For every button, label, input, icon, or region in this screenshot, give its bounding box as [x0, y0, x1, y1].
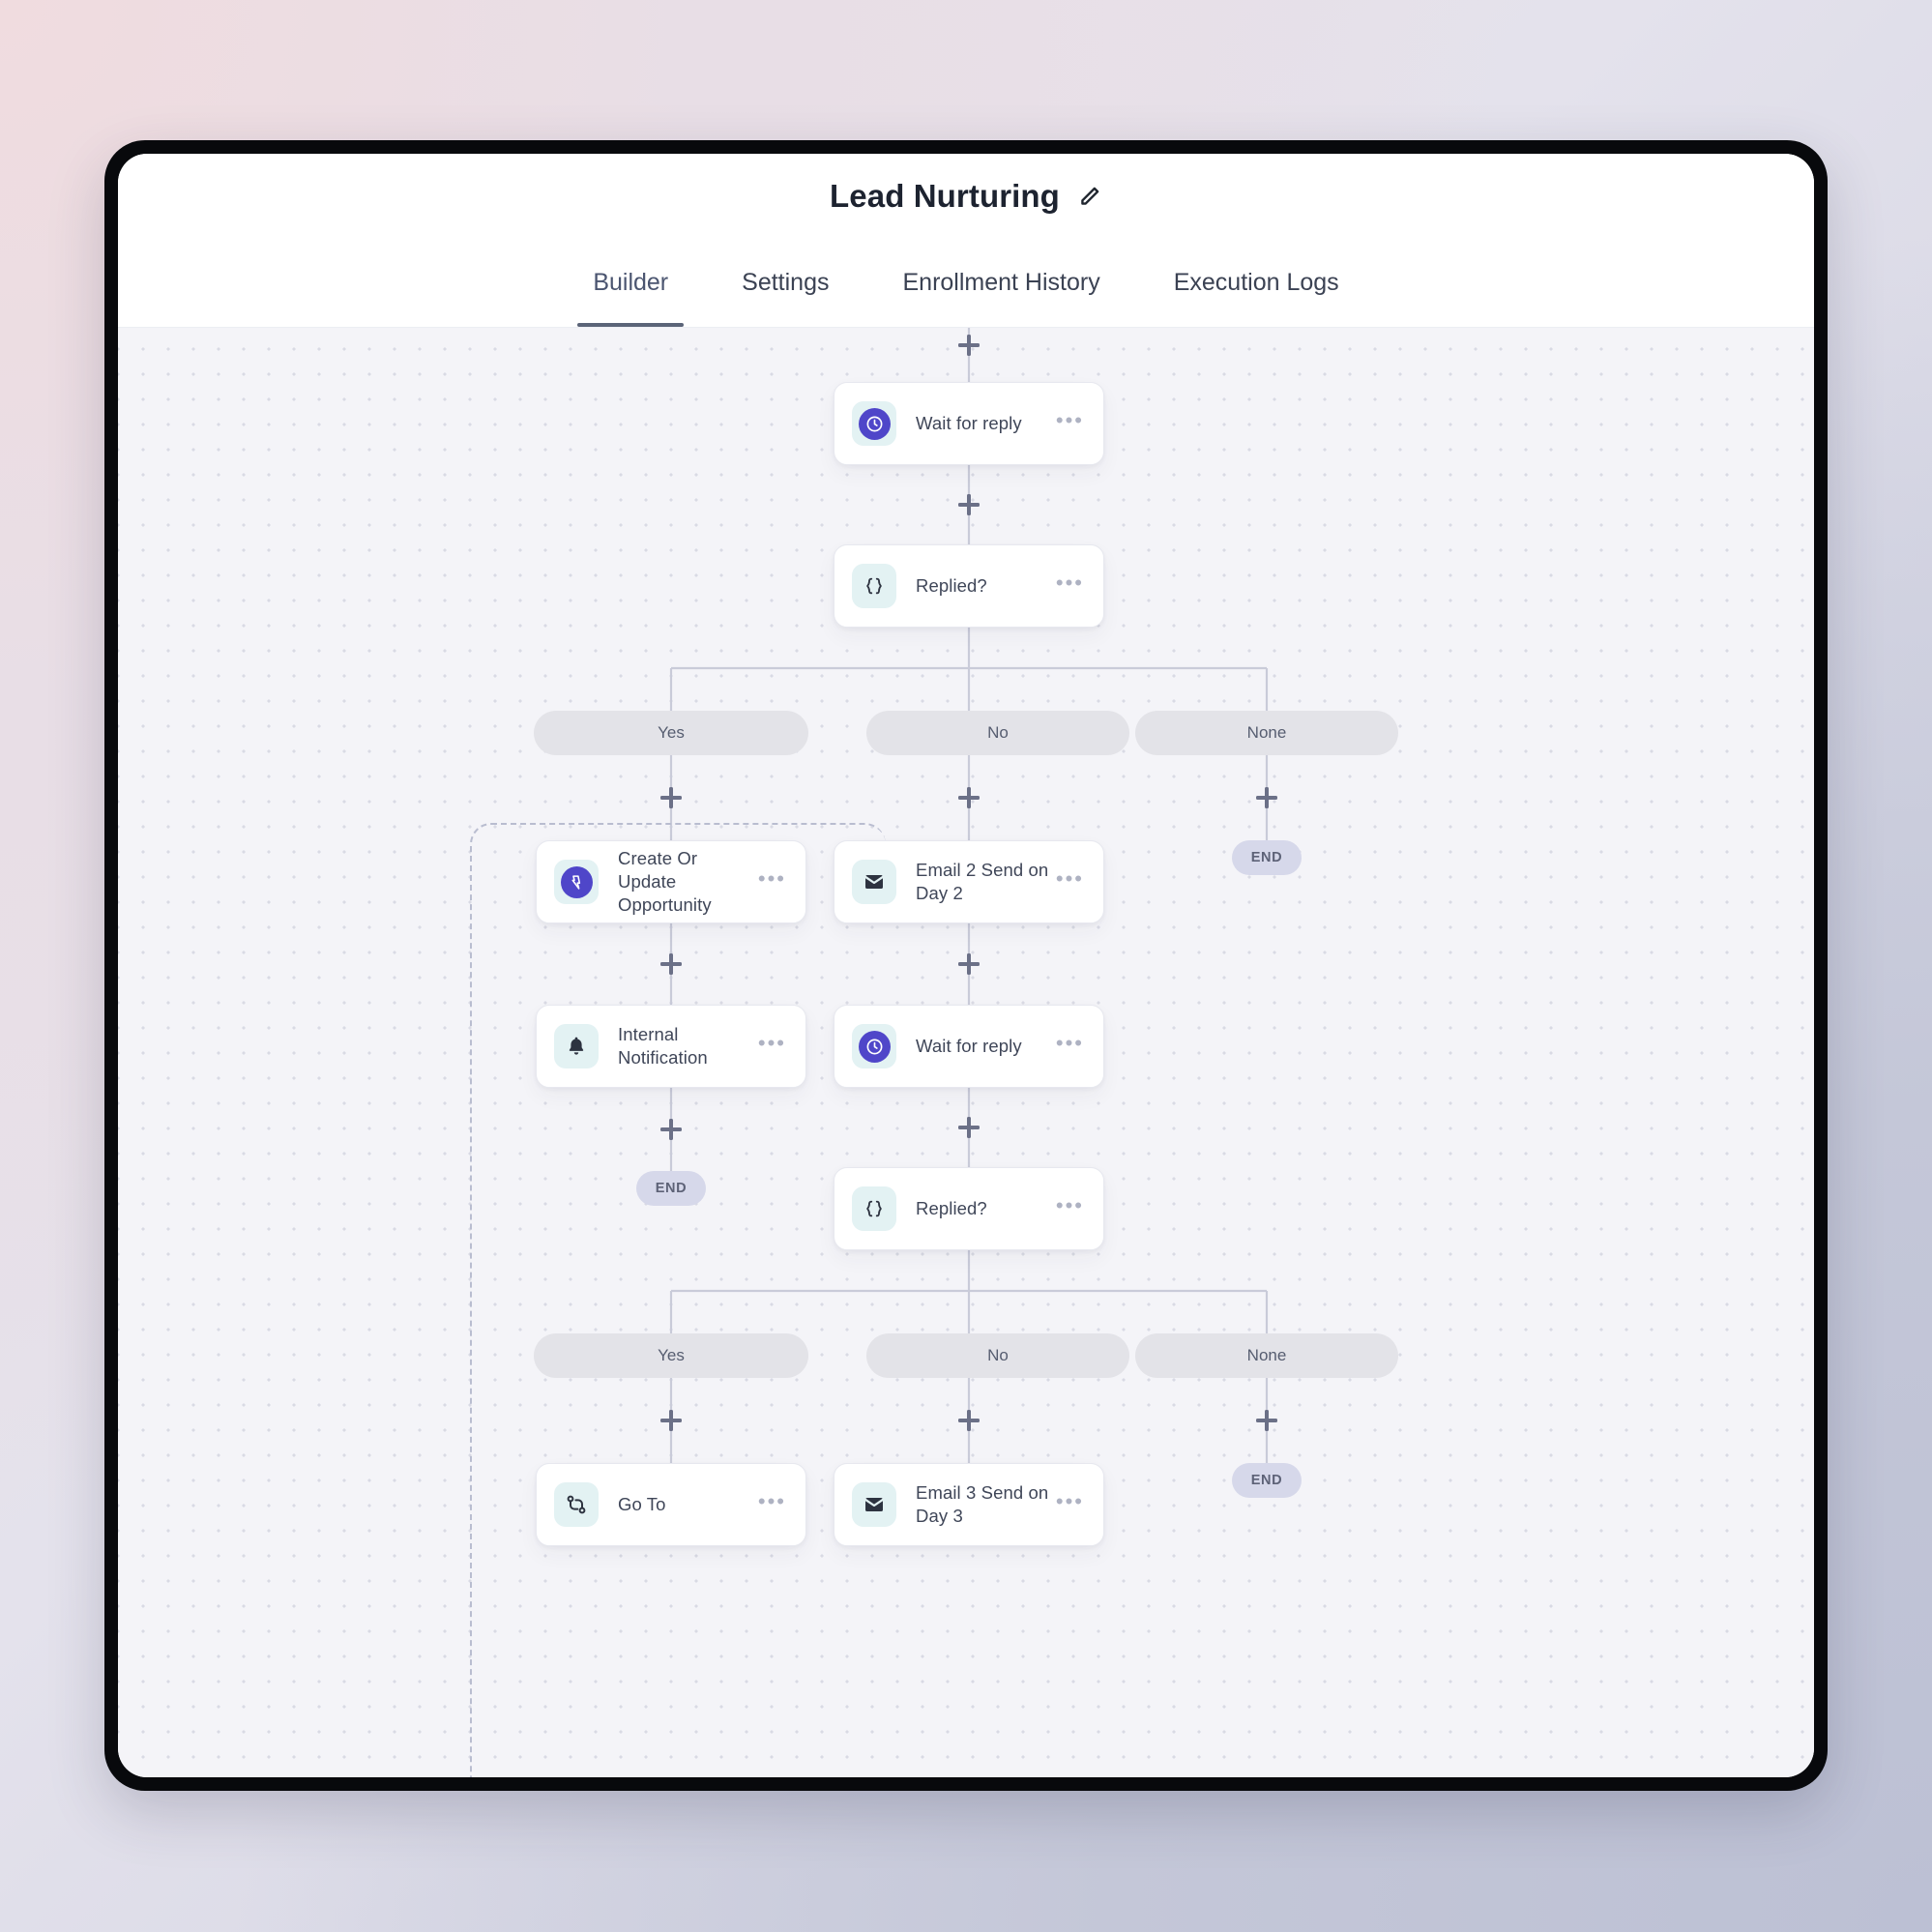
tab-label: Enrollment History — [902, 269, 1100, 296]
branch-label: Yes — [658, 723, 685, 742]
add-node-button[interactable] — [956, 1408, 981, 1433]
end-node[interactable]: END — [1232, 840, 1302, 875]
add-node-button[interactable] — [1254, 785, 1279, 810]
branch-label: No — [987, 1346, 1009, 1364]
node-label: Email 2 Send on Day 2 — [916, 860, 1049, 903]
add-node-button[interactable] — [956, 1115, 981, 1140]
add-node-button[interactable] — [1254, 1408, 1279, 1433]
add-node-button[interactable] — [659, 1117, 684, 1142]
workflow-graph: Wait for reply ••• Replied? ••• — [118, 328, 1814, 1777]
bell-icon — [554, 1024, 599, 1068]
page-title: Lead Nurturing — [830, 178, 1060, 214]
node-menu-button[interactable]: ••• — [1055, 407, 1084, 432]
branch-pill-yes[interactable]: Yes — [534, 711, 808, 755]
node-internal-notification[interactable]: Internal Notification ••• — [536, 1005, 806, 1088]
braces-icon — [852, 564, 896, 608]
branch-label: None — [1246, 723, 1287, 742]
add-node-button[interactable] — [659, 1408, 684, 1433]
tab-label: Execution Logs — [1173, 269, 1339, 296]
node-label: Go To — [618, 1494, 666, 1515]
app-screen: Lead Nurturing Builder Settings Enrollme… — [118, 154, 1814, 1777]
branch-label: No — [987, 723, 1009, 742]
node-go-to[interactable]: Go To ••• — [536, 1463, 806, 1546]
envelope-icon — [852, 1482, 896, 1527]
device-frame: Lead Nurturing Builder Settings Enrollme… — [104, 140, 1828, 1791]
node-menu-button[interactable]: ••• — [757, 1488, 786, 1513]
tab-settings[interactable]: Settings — [705, 239, 865, 327]
node-email-3[interactable]: Email 3 Send on Day 3 ••• — [834, 1463, 1104, 1546]
node-menu-button[interactable]: ••• — [757, 865, 786, 891]
goto-icon — [554, 1482, 599, 1527]
envelope-icon — [852, 860, 896, 904]
end-node[interactable]: END — [636, 1171, 706, 1206]
tab-label: Settings — [742, 269, 830, 296]
add-node-button[interactable] — [956, 333, 981, 358]
opportunity-icon — [554, 860, 599, 904]
node-label: Email 3 Send on Day 3 — [916, 1482, 1049, 1526]
node-label: Wait for reply — [916, 413, 1022, 434]
add-node-button[interactable] — [956, 785, 981, 810]
end-label: END — [1250, 1473, 1283, 1488]
node-wait-for-reply[interactable]: Wait for reply ••• — [834, 382, 1104, 465]
branch-pill-no[interactable]: No — [866, 711, 1129, 755]
add-node-button[interactable] — [956, 951, 981, 977]
tab-builder[interactable]: Builder — [556, 239, 705, 327]
title-bar: Lead Nurturing — [118, 154, 1814, 239]
node-menu-button[interactable]: ••• — [1055, 865, 1084, 891]
branch-label: None — [1246, 1346, 1287, 1364]
branch-pill-none[interactable]: None — [1135, 1333, 1398, 1378]
pencil-icon[interactable] — [1077, 184, 1102, 209]
end-label: END — [655, 1181, 688, 1196]
clock-icon — [852, 401, 896, 446]
node-label: Internal Notification — [618, 1024, 708, 1068]
node-menu-button[interactable]: ••• — [1055, 1192, 1084, 1217]
add-node-button[interactable] — [659, 951, 684, 977]
clock-icon — [852, 1024, 896, 1068]
node-menu-button[interactable]: ••• — [1055, 1030, 1084, 1055]
braces-icon — [852, 1186, 896, 1231]
tab-enrollment-history[interactable]: Enrollment History — [865, 239, 1136, 327]
node-label: Wait for reply — [916, 1036, 1022, 1057]
end-label: END — [1250, 850, 1283, 865]
branch-label: Yes — [658, 1346, 685, 1364]
node-replied-condition[interactable]: Replied? ••• — [834, 1167, 1104, 1250]
node-label: Create Or Update Opportunity — [618, 848, 712, 915]
node-create-or-update-opportunity[interactable]: Create Or Update Opportunity ••• — [536, 840, 806, 923]
node-replied-condition[interactable]: Replied? ••• — [834, 544, 1104, 628]
workflow-canvas[interactable]: Wait for reply ••• Replied? ••• — [118, 328, 1814, 1777]
add-node-button[interactable] — [956, 492, 981, 517]
branch-pill-none[interactable]: None — [1135, 711, 1398, 755]
tab-bar: Builder Settings Enrollment History Exec… — [118, 239, 1814, 328]
end-node[interactable]: END — [1232, 1463, 1302, 1498]
tab-label: Builder — [593, 269, 669, 296]
node-email-2[interactable]: Email 2 Send on Day 2 ••• — [834, 840, 1104, 923]
add-node-button[interactable] — [659, 785, 684, 810]
node-label: Replied? — [916, 1198, 987, 1219]
node-menu-button[interactable]: ••• — [1055, 1488, 1084, 1513]
node-wait-for-reply[interactable]: Wait for reply ••• — [834, 1005, 1104, 1088]
node-menu-button[interactable]: ••• — [1055, 570, 1084, 595]
node-menu-button[interactable]: ••• — [757, 1030, 786, 1055]
branch-pill-no[interactable]: No — [866, 1333, 1129, 1378]
tab-execution-logs[interactable]: Execution Logs — [1137, 239, 1376, 327]
node-label: Replied? — [916, 575, 987, 597]
branch-pill-yes[interactable]: Yes — [534, 1333, 808, 1378]
